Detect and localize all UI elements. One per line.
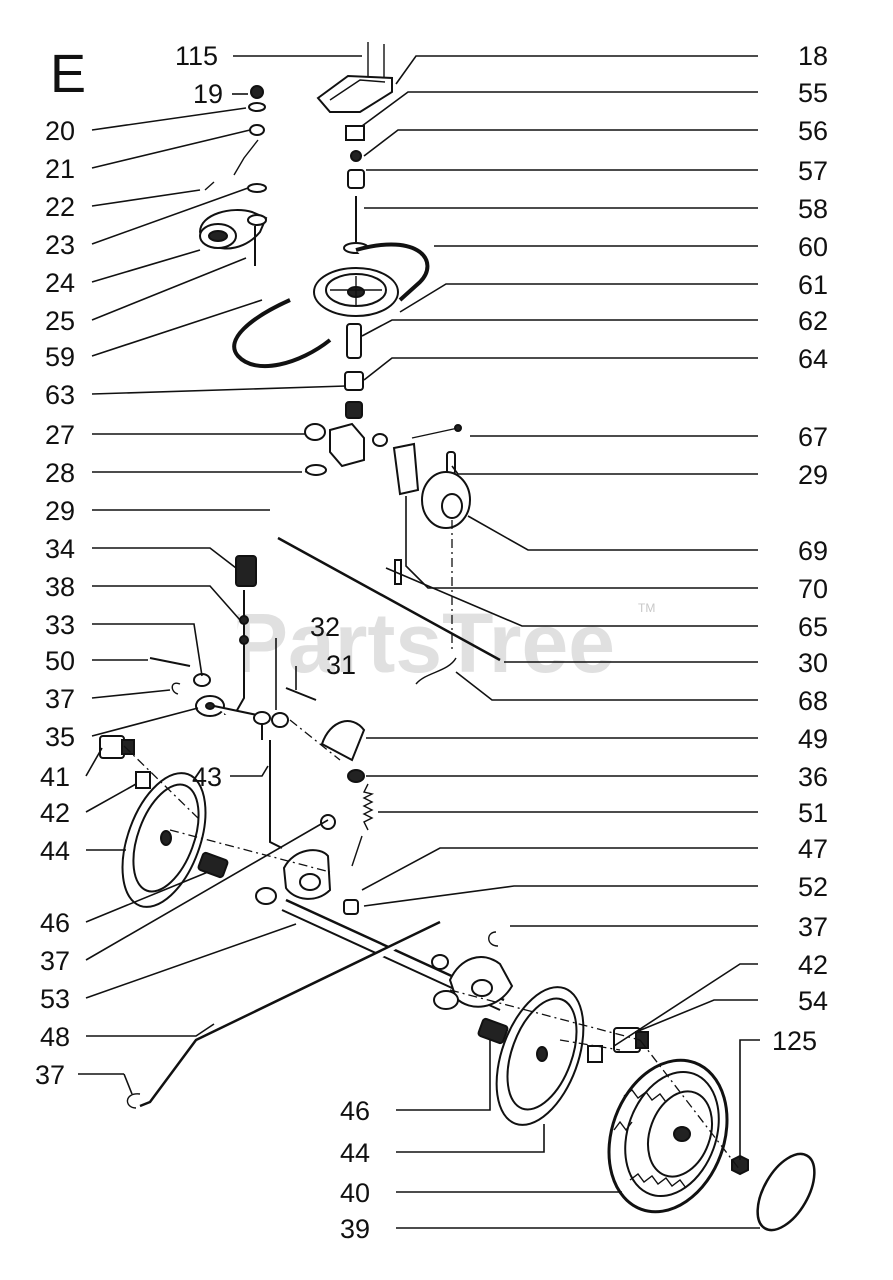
callout-50: 50 — [45, 646, 75, 676]
callout-32: 32 — [310, 612, 340, 642]
callout-29-right: 29 — [798, 460, 828, 490]
callout-68: 68 — [798, 686, 828, 716]
callout-44-bottom: 44 — [340, 1138, 370, 1168]
callout-59: 59 — [45, 342, 75, 372]
part-drawings — [99, 42, 816, 1232]
callout-37-a: 37 — [45, 684, 75, 714]
callout-18: 18 — [798, 41, 828, 71]
callout-42-left: 42 — [40, 798, 70, 828]
callout-60: 60 — [798, 232, 828, 262]
callout-37-b: 37 — [40, 946, 70, 976]
callout-39: 39 — [340, 1214, 370, 1244]
callout-19: 19 — [193, 79, 223, 109]
callout-43: 43 — [192, 762, 222, 792]
callout-115: 115 — [175, 41, 218, 71]
callout-46-left: 46 — [40, 908, 70, 938]
callout-24: 24 — [45, 268, 75, 298]
callout-34: 34 — [45, 534, 75, 564]
callout-70: 70 — [798, 574, 828, 604]
trademark: TM — [638, 601, 655, 615]
callout-23: 23 — [45, 230, 75, 260]
callout-41: 41 — [40, 762, 70, 792]
callout-63: 63 — [45, 380, 75, 410]
callout-37-c: 37 — [35, 1060, 65, 1090]
callout-20: 20 — [45, 116, 75, 146]
callout-58: 58 — [798, 194, 828, 224]
callout-57: 57 — [798, 156, 828, 186]
callout-65: 65 — [798, 612, 828, 642]
callout-46-bottom: 46 — [340, 1096, 370, 1126]
callout-35: 35 — [45, 722, 75, 752]
callout-67: 67 — [798, 422, 828, 452]
callout-27: 27 — [45, 420, 75, 450]
callout-69: 69 — [798, 536, 828, 566]
callout-125: 125 — [772, 1026, 817, 1056]
callout-47: 47 — [798, 834, 828, 864]
callout-48: 48 — [40, 1022, 70, 1052]
callout-54: 54 — [798, 986, 828, 1016]
callout-62: 62 — [798, 306, 828, 336]
callout-labels: 115 19 20 21 22 23 24 25 59 63 27 28 29 … — [35, 41, 828, 1244]
callout-64: 64 — [798, 344, 828, 374]
callout-31: 31 — [326, 650, 356, 680]
callout-40: 40 — [340, 1178, 370, 1208]
leader-lines — [78, 55, 760, 1229]
callout-52: 52 — [798, 872, 828, 902]
callout-51: 51 — [798, 798, 828, 828]
callout-56: 56 — [798, 116, 828, 146]
callout-44-left: 44 — [40, 836, 70, 866]
callout-21: 21 — [45, 154, 75, 184]
callout-37-right: 37 — [798, 912, 828, 942]
callout-25: 25 — [45, 306, 75, 336]
callout-61: 61 — [798, 270, 828, 300]
callout-38: 38 — [45, 572, 75, 602]
callout-22: 22 — [45, 192, 75, 222]
callout-55: 55 — [798, 78, 828, 108]
callout-33: 33 — [45, 610, 75, 640]
section-letter: E — [50, 44, 86, 104]
callout-42-right: 42 — [798, 950, 828, 980]
callout-36: 36 — [798, 762, 828, 792]
callout-28: 28 — [45, 458, 75, 488]
callout-30: 30 — [798, 648, 828, 678]
watermark: PartsTree — [232, 596, 615, 690]
callout-53: 53 — [40, 984, 70, 1014]
callout-29-left: 29 — [45, 496, 75, 526]
callout-49: 49 — [798, 724, 828, 754]
